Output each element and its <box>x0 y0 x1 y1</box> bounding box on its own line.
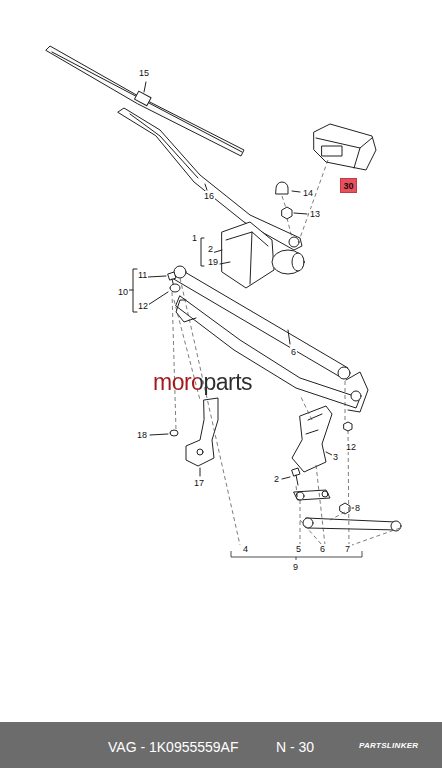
callout-number: 11 <box>137 270 148 280</box>
callout-number: 18 <box>136 430 148 440</box>
callout-number: 14 <box>302 188 314 198</box>
callout-number: 9 <box>292 562 299 572</box>
callout-number: 16 <box>203 191 215 201</box>
callout-number: 6 <box>319 544 326 554</box>
callout-number: 5 <box>295 544 302 554</box>
callout-number: 10 <box>117 287 129 297</box>
callout-number: 13 <box>309 209 321 219</box>
callout-number: 17 <box>193 478 205 488</box>
part-number: VAG - 1K0955559AF <box>108 739 238 755</box>
callout-number: 30 <box>343 181 353 191</box>
brand-logo: PARTSLINKER <box>358 741 419 751</box>
callout-number: 1 <box>191 233 198 243</box>
highlighted-callout-box: 30 <box>340 178 357 193</box>
callout-number: 7 <box>344 544 351 554</box>
callout-number: 4 <box>242 544 249 554</box>
callout-number: 12 <box>345 442 357 452</box>
position-number: N - 30 <box>276 739 314 755</box>
callout-number: 12 <box>137 301 149 311</box>
callout-number: 19 <box>207 257 219 267</box>
callout-number: 8 <box>354 503 361 513</box>
callout-number: 3 <box>332 452 339 462</box>
callout-number: 15 <box>138 68 150 78</box>
callout-number: 2 <box>273 474 280 484</box>
callout-number: 2 <box>207 244 214 254</box>
watermark: moroparts <box>153 369 252 395</box>
callout-number: 6 <box>290 347 297 357</box>
